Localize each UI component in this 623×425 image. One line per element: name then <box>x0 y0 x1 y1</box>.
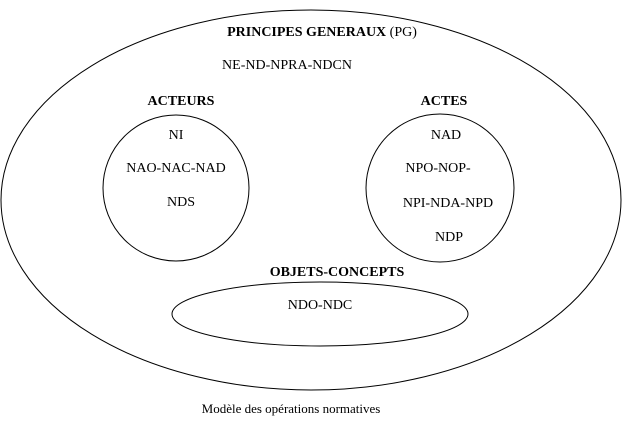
actes-item: NPO-NOP- <box>405 161 471 176</box>
acteurs-circle <box>102 114 250 262</box>
objets-concepts-title: OBJETS-CONCEPTS <box>270 265 405 280</box>
acteurs-item: NI <box>169 128 184 143</box>
actes-circle <box>365 113 515 263</box>
principes-generaux-ellipse <box>0 9 622 391</box>
acteurs-item: NAO-NAC-NAD <box>126 161 226 176</box>
principes-generaux-heading: PRINCIPES GENERAUX (PG) <box>227 25 417 40</box>
principes-generaux-codes: NE-ND-NPRA-NDCN <box>222 58 352 73</box>
acteurs-title: ACTEURS <box>148 94 215 109</box>
acteurs-item: NDS <box>167 195 195 210</box>
objets-concepts-item: NDO-NDC <box>288 298 353 313</box>
actes-item: NDP <box>435 230 463 245</box>
objets-concepts-ellipse <box>171 281 469 347</box>
actes-title: ACTES <box>421 94 468 109</box>
diagram-caption: Modèle des opérations normatives <box>202 401 381 416</box>
principes-generaux-abbr: (PG) <box>386 25 417 40</box>
actes-item: NAD <box>431 128 461 143</box>
actes-item: NPI-NDA-NPD <box>403 196 493 211</box>
principes-generaux-title: PRINCIPES GENERAUX <box>227 25 386 40</box>
